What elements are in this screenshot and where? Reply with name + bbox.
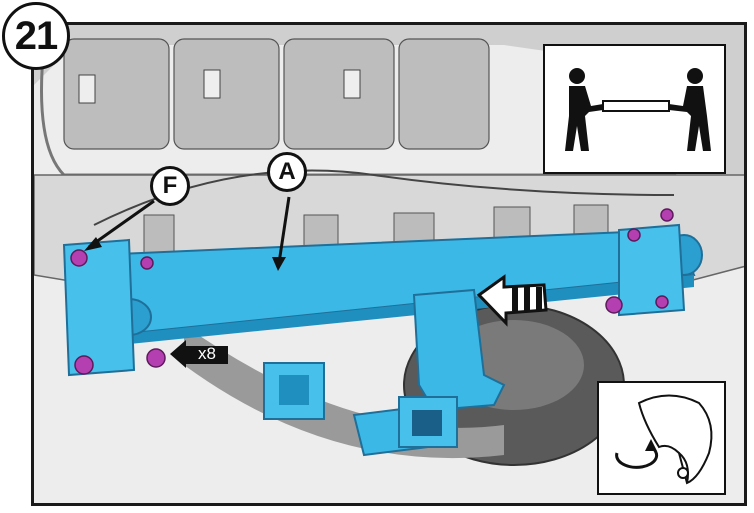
bolt — [70, 249, 88, 267]
rear-seat-backs — [63, 38, 490, 150]
bolt — [660, 208, 674, 222]
bolt — [146, 348, 166, 368]
receiver-opening — [412, 410, 442, 436]
bolt — [627, 228, 641, 242]
callout-a-leader — [277, 196, 291, 264]
cross-beam-shade — [114, 275, 694, 345]
callout-f-leader — [88, 199, 155, 249]
callout-f-arrowhead — [84, 237, 102, 251]
hand-tighten-icon — [615, 394, 713, 485]
step-number-badge: 21 — [2, 2, 70, 70]
two-person-lift-panel — [543, 44, 726, 174]
callout-a-arrowhead — [272, 257, 286, 271]
two-person-lift-icon — [565, 68, 711, 151]
seat-latches — [78, 69, 361, 104]
hand-tighten-panel — [597, 381, 726, 495]
fastener-quantity: x8 — [198, 344, 216, 363]
bolt — [140, 256, 154, 270]
callout-f: F — [150, 166, 190, 206]
right-mount-plate — [618, 223, 686, 317]
hitch-body — [412, 288, 506, 412]
quantity-tag — [170, 340, 228, 368]
underbody — [184, 325, 504, 459]
left-mount-plate — [62, 238, 136, 377]
socket — [279, 375, 309, 405]
callout-a: A — [267, 152, 307, 192]
bolt — [74, 355, 94, 375]
bolt — [605, 296, 623, 314]
install-direction-arrow-icon — [476, 274, 548, 327]
bolt — [655, 295, 669, 309]
tow-bar-assembly — [62, 223, 703, 457]
mounting-bolts — [70, 208, 674, 375]
